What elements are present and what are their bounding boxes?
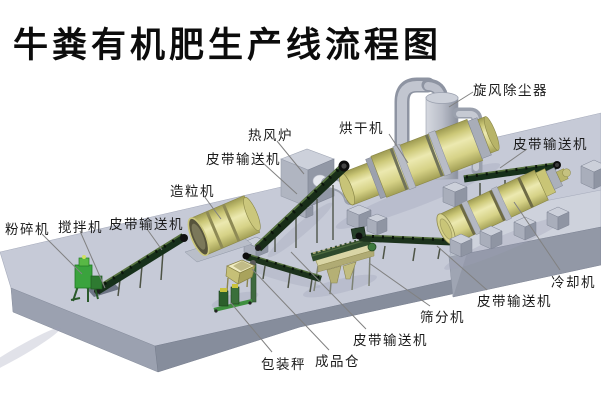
label-belt-conveyor-mixer: 皮带输送机 bbox=[109, 217, 184, 232]
label-belt-conveyor-dryer-feed: 皮带输送机 bbox=[206, 152, 281, 167]
belt-conveyor-screen-bin bbox=[242, 252, 322, 293]
label-cyclone-dust-collector: 旋风除尘器 bbox=[473, 83, 548, 98]
screening-machine bbox=[310, 236, 377, 295]
cooler-drum bbox=[436, 167, 571, 245]
finished-product-bin bbox=[225, 259, 257, 303]
shadows bbox=[0, 163, 566, 377]
label-finished-product-bin: 成品仓 bbox=[315, 354, 360, 369]
belt-conveyor-cooler-screen bbox=[350, 226, 453, 262]
granulator-drum bbox=[184, 195, 261, 263]
label-cooler: 冷却机 bbox=[551, 275, 596, 290]
dryer-pedestals bbox=[346, 204, 388, 236]
leader-lines bbox=[41, 91, 561, 353]
label-screening-machine: 筛分机 bbox=[420, 310, 465, 325]
label-hot-air-furnace: 热风炉 bbox=[248, 128, 293, 143]
dryer-drum bbox=[338, 116, 500, 206]
label-granulator: 造粒机 bbox=[170, 184, 215, 199]
label-belt-conveyor-cooler-screen: 皮带输送机 bbox=[477, 294, 552, 309]
label-dryer: 烘干机 bbox=[339, 121, 384, 136]
cooler-support-cubes bbox=[449, 206, 570, 258]
label-crusher: 粉碎机 bbox=[5, 222, 50, 237]
page-title: 牛粪有机肥生产线流程图 bbox=[13, 26, 443, 65]
label-belt-conveyor-top-right: 皮带输送机 bbox=[513, 137, 588, 152]
label-belt-conveyor-screen-bin: 皮带输送机 bbox=[353, 333, 428, 348]
label-packing-scale: 包装秤 bbox=[261, 357, 306, 372]
belt-conveyor-dryer-feed bbox=[254, 160, 350, 252]
label-mixer: 搅拌机 bbox=[58, 220, 103, 235]
